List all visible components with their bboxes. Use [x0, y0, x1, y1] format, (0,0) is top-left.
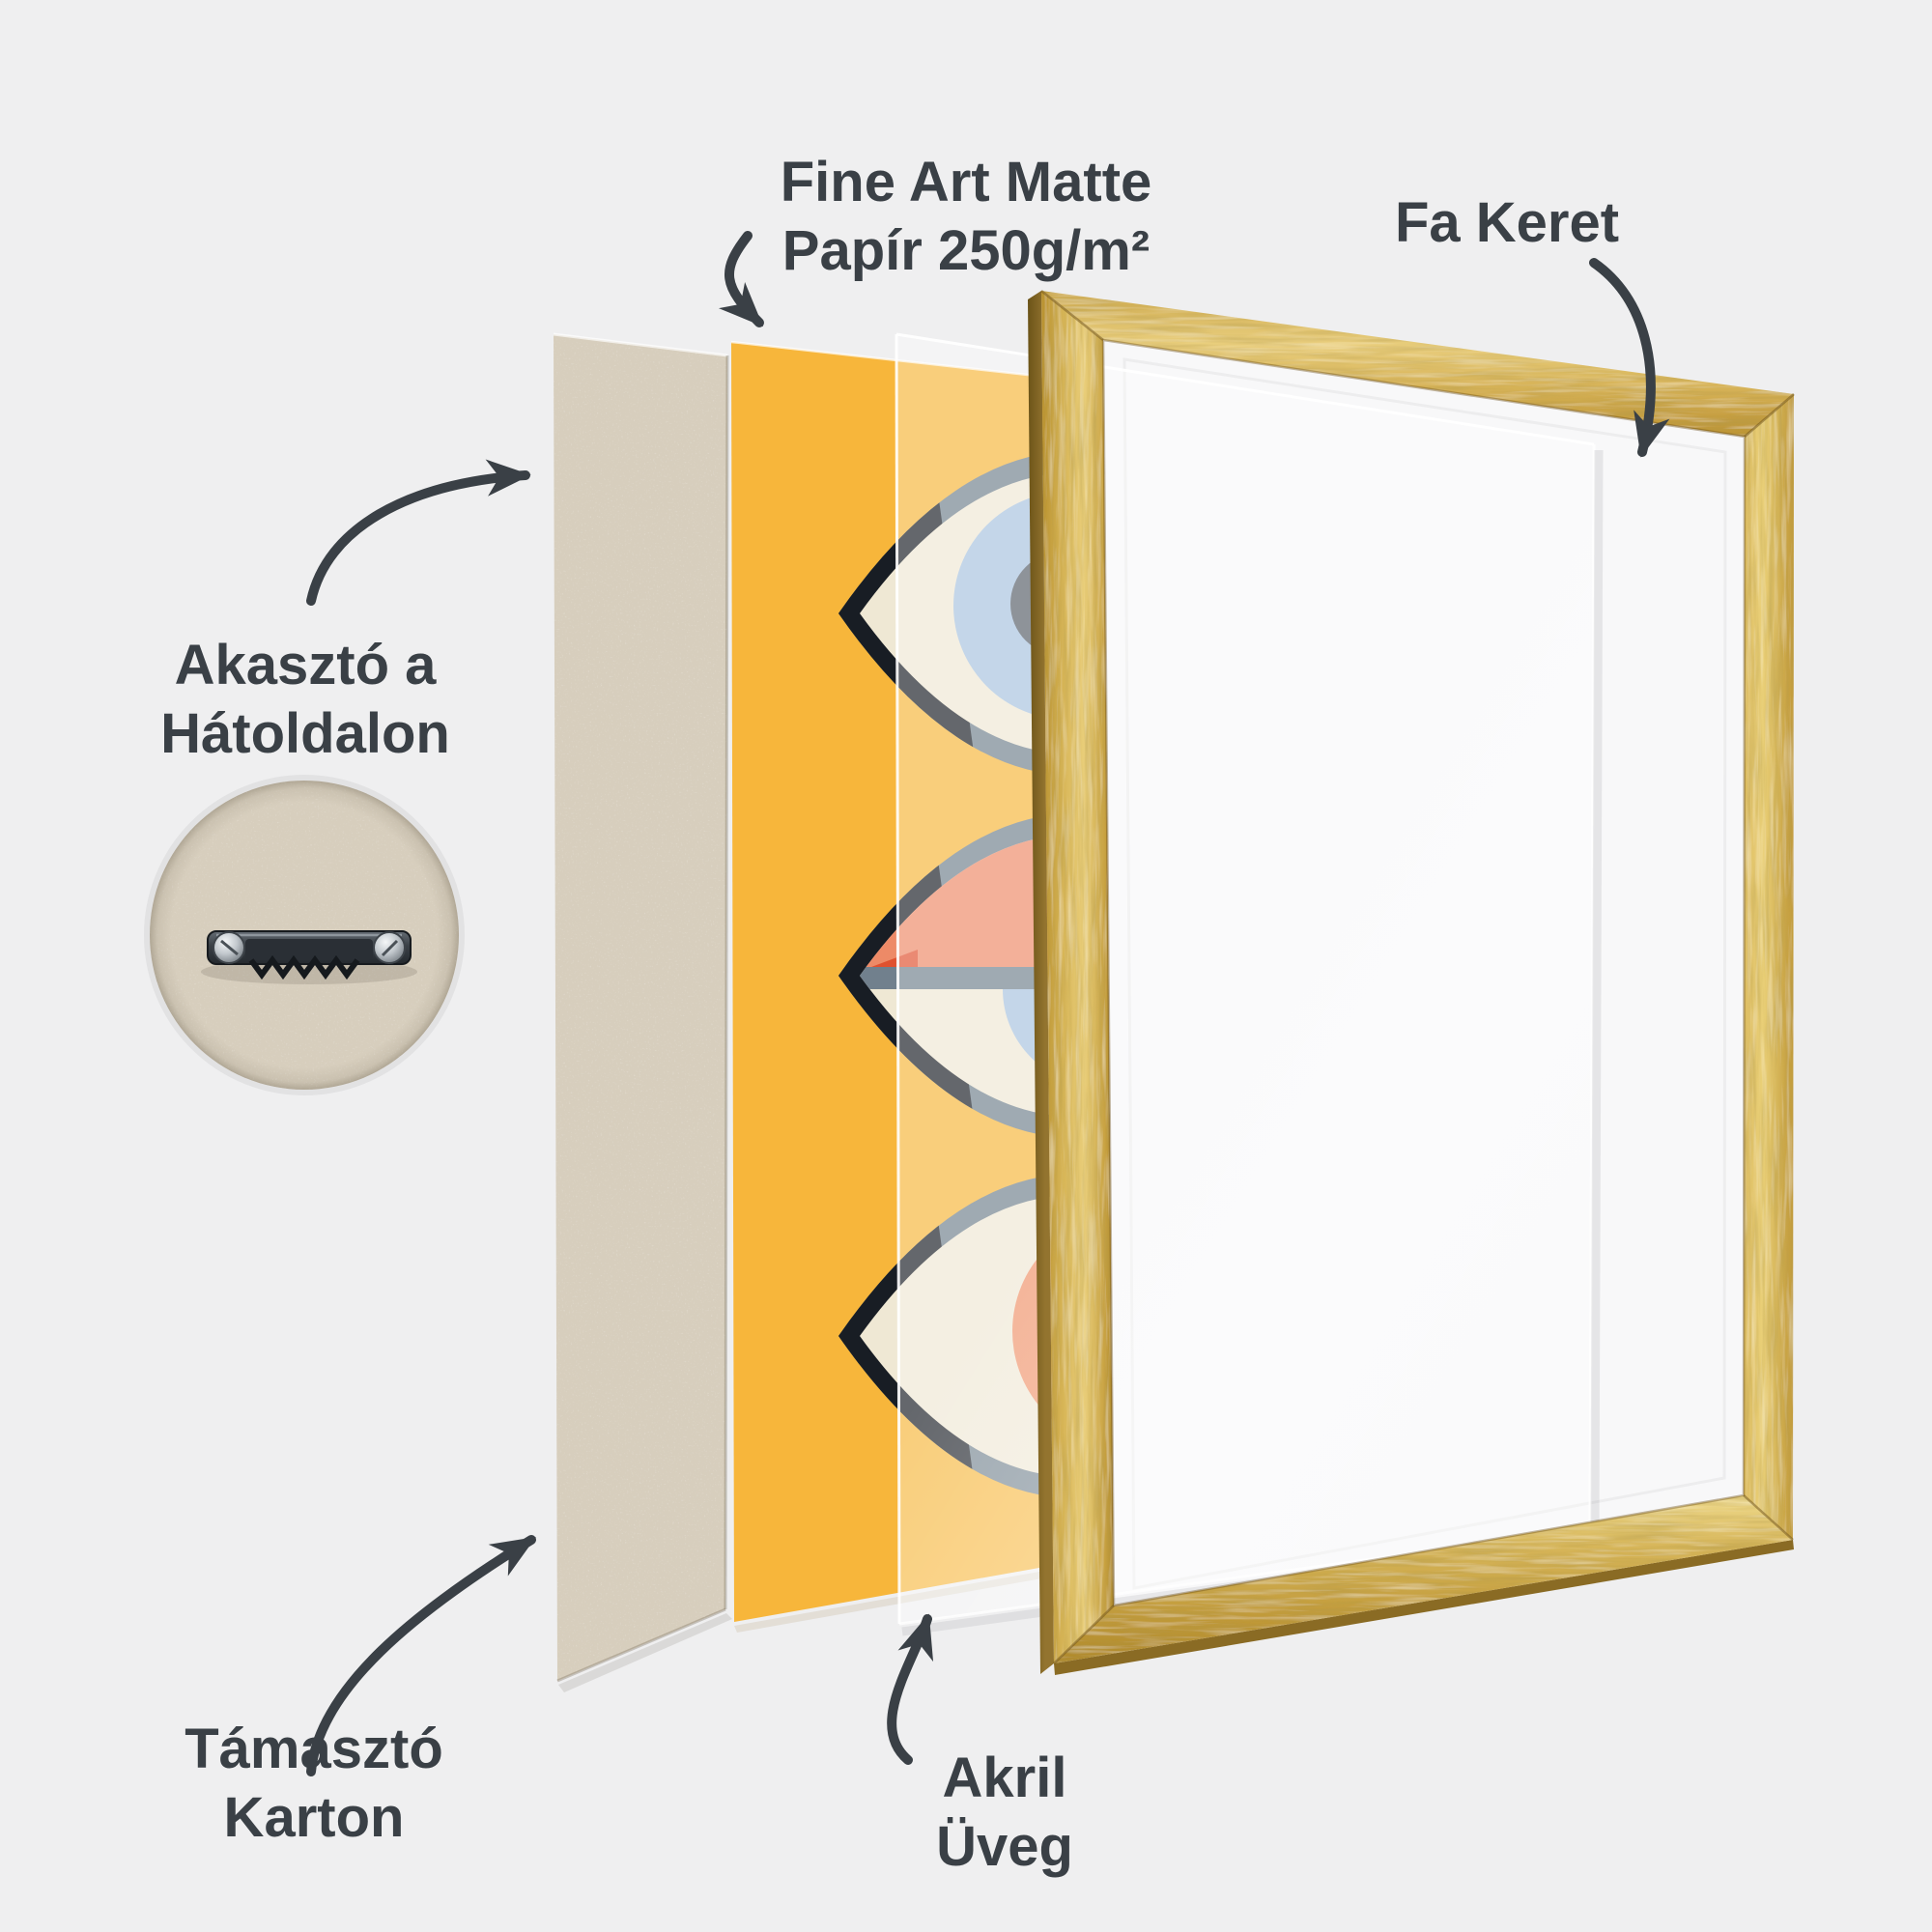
backing-cardboard-sheet — [553, 332, 732, 1692]
wood-frame — [1028, 290, 1795, 1675]
frame-left-side-face — [1028, 291, 1054, 1674]
arrow-to-cardboard-top — [306, 459, 531, 606]
arrow-to-frame — [1589, 258, 1670, 458]
frame-left-bar — [1041, 291, 1114, 1663]
frame-bottom-side-face — [1054, 1540, 1794, 1675]
frame-bottom-bar — [1054, 1495, 1793, 1663]
acrylic-glass-sheet — [895, 332, 1604, 1636]
label-hanger-line2: Hátoldalon — [160, 701, 450, 765]
label-paper-line1: Fine Art Matte — [780, 151, 1152, 213]
label-hanger-line1: Akasztó a — [174, 634, 437, 696]
label-hanger: Akasztó a Hátoldalon — [160, 632, 450, 769]
frame-top-bar — [1041, 291, 1794, 437]
label-acrylic-line2: Üveg — [936, 1814, 1073, 1878]
label-backing: Támasztó Karton — [185, 1716, 443, 1853]
frame-right-bar — [1744, 394, 1794, 1540]
label-paper: Fine Art Matte Papír 250g/m² — [781, 149, 1152, 286]
arrow-to-paper — [718, 231, 764, 327]
label-acrylic-line1: Akril — [942, 1747, 1067, 1809]
label-backing-line1: Támasztó — [185, 1718, 443, 1780]
label-acrylic: Akril Üveg — [936, 1745, 1073, 1882]
label-backing-line2: Karton — [223, 1785, 405, 1849]
hanger-detail-circle — [144, 775, 465, 1095]
arrow-to-acrylic — [887, 1613, 934, 1765]
label-paper-line2: Papír 250g/m² — [781, 218, 1151, 282]
sawtooth-hanger — [201, 930, 417, 984]
label-frame: Fa Keret — [1395, 189, 1619, 258]
arrow-to-cardboard-bottom — [306, 1535, 536, 1776]
label-frame-line1: Fa Keret — [1394, 191, 1620, 254]
